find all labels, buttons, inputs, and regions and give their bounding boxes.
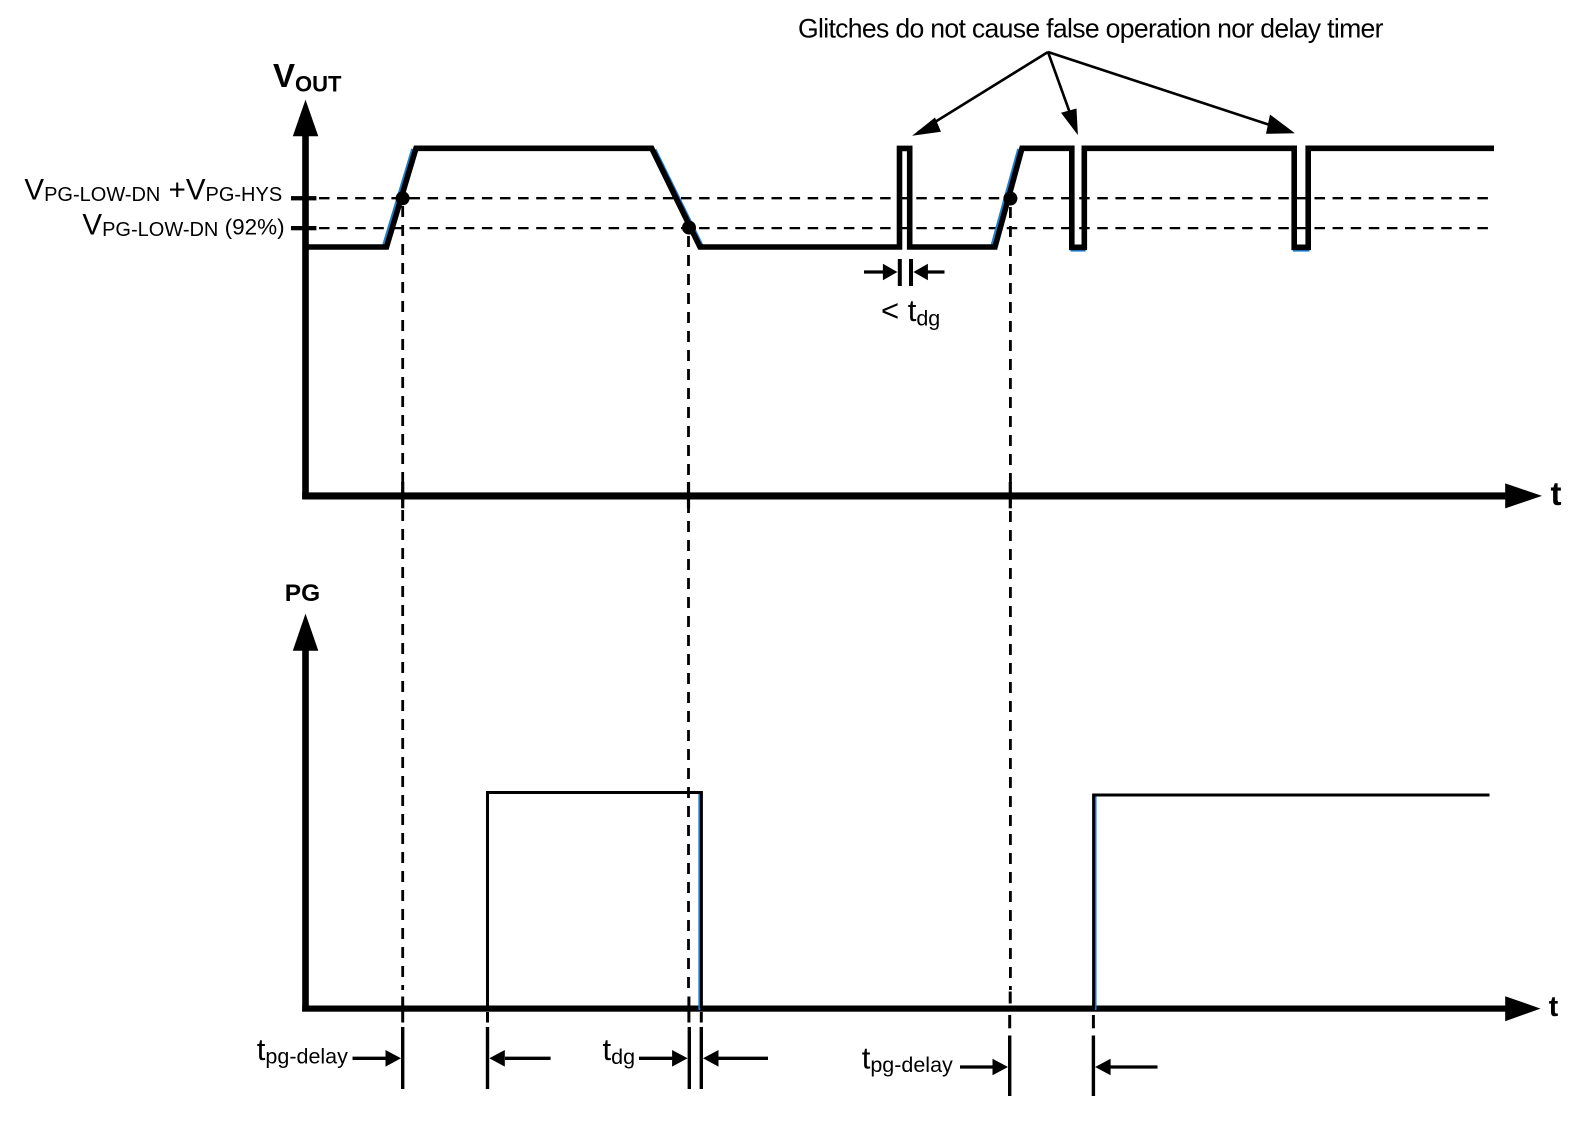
svg-text:t: t bbox=[1551, 475, 1562, 512]
svg-text:VPG-LOW-DN +VPG-HYS: VPG-LOW-DN +VPG-HYS bbox=[24, 173, 282, 206]
svg-text:PG: PG bbox=[285, 580, 320, 607]
svg-text:< tdg: < tdg bbox=[881, 293, 940, 331]
svg-text:VPG-LOW-DN (92%): VPG-LOW-DN (92%) bbox=[82, 208, 284, 241]
svg-text:VOUT: VOUT bbox=[273, 57, 342, 97]
svg-text:tpg-delay: tpg-delay bbox=[862, 1041, 953, 1078]
svg-text:Glitches do not cause false op: Glitches do not cause false operation no… bbox=[798, 13, 1384, 43]
svg-text:tpg-delay: tpg-delay bbox=[257, 1032, 348, 1069]
svg-text:tdg: tdg bbox=[603, 1032, 636, 1069]
svg-text:t: t bbox=[1549, 991, 1559, 1023]
